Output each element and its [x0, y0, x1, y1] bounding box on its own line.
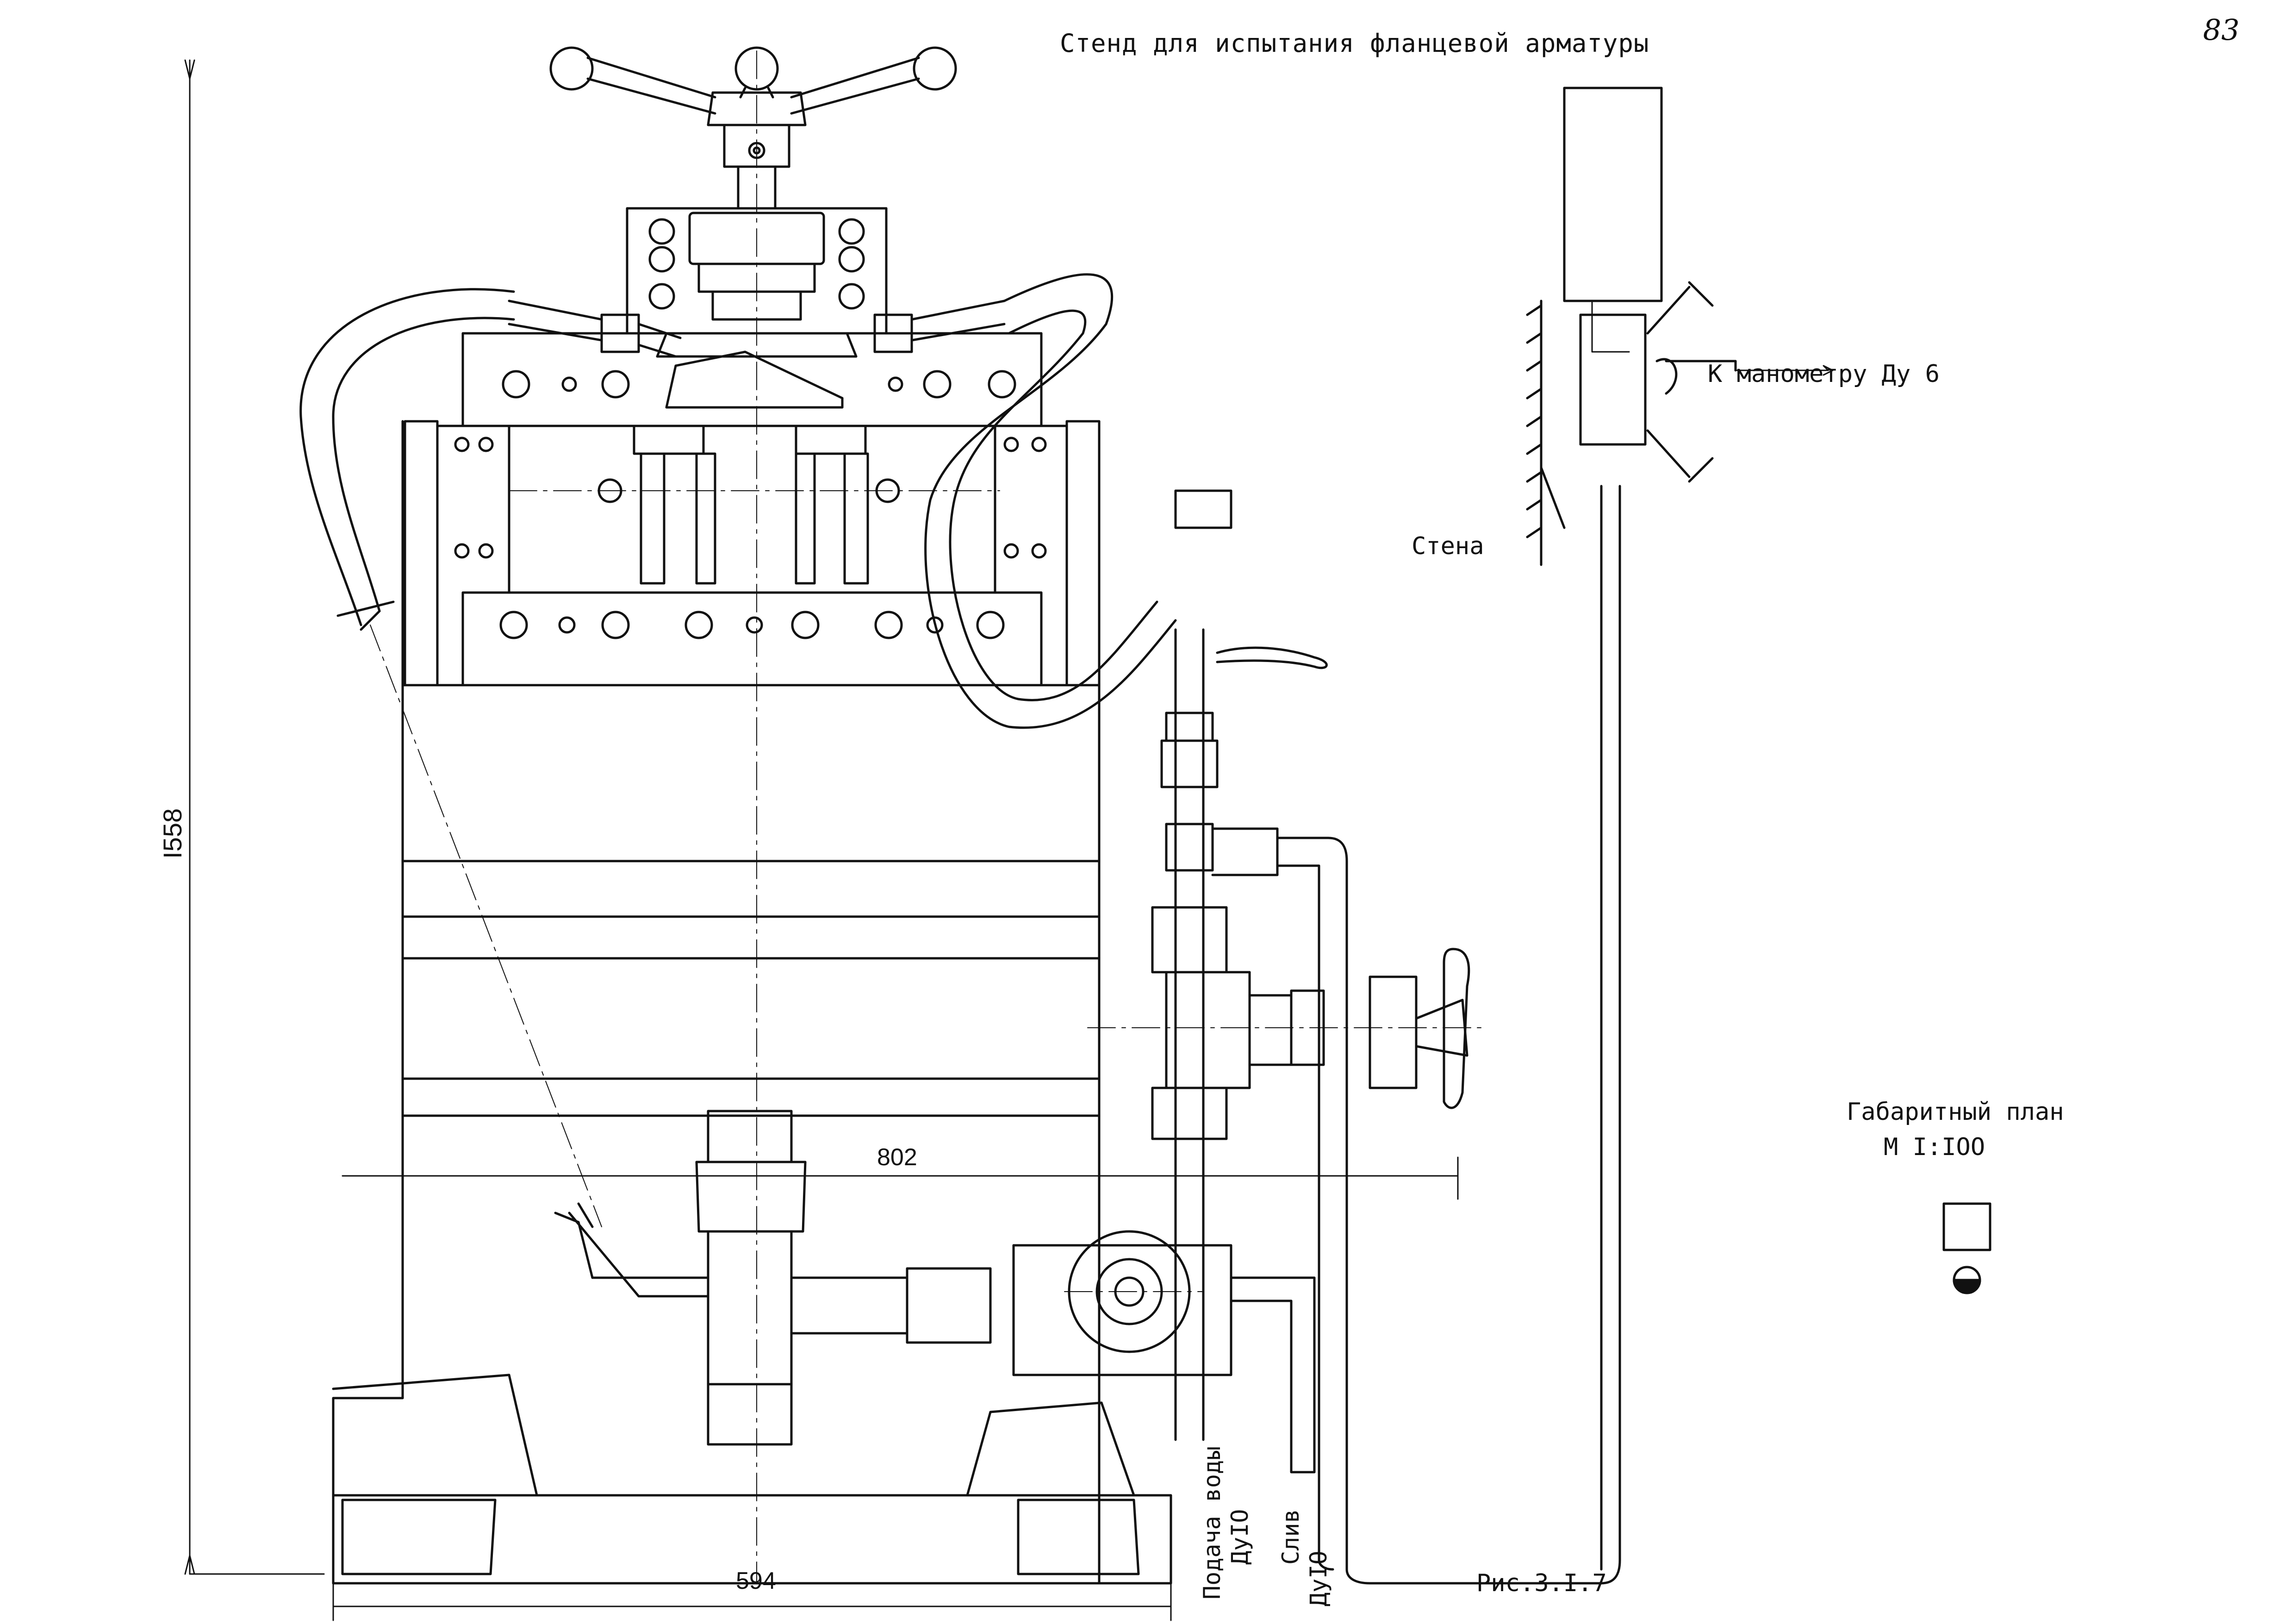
dimension-802: 802 [877, 1144, 917, 1171]
label-drain: Слив [1277, 1509, 1304, 1565]
gauge-assembly [1526, 87, 1737, 566]
dimension-lines [184, 59, 1834, 1621]
label-wall: Стена [1412, 532, 1484, 560]
label-water-supply: Подача воды [1199, 1446, 1226, 1599]
label-drain-dn: ДуIO [1305, 1550, 1332, 1606]
top-handwheel [549, 46, 957, 210]
label-scale: М I:IOO [1884, 1133, 1985, 1161]
page-number: 83 [2203, 13, 2240, 47]
test-frame [404, 332, 1101, 687]
dimension-594: 594 [736, 1568, 776, 1594]
stand-base [332, 420, 1172, 1585]
center-lines [370, 50, 1481, 1584]
side-hoses [299, 273, 1177, 729]
label-to-gauge: К манометру Ду 6 [1708, 360, 1940, 388]
label-overall-plan: Габаритный план [1847, 1098, 2064, 1126]
figure-label: Рис.3.I.7 [1476, 1569, 1607, 1597]
dimension-1558: I558 [158, 808, 187, 859]
right-piping [1151, 485, 1621, 1585]
drawing-title: Стенд для испытания фланцевой арматуры [1060, 29, 1649, 58]
overall-plan-symbols [1942, 1202, 1991, 1294]
label-water-supply-dn: ДуIO [1226, 1509, 1253, 1565]
